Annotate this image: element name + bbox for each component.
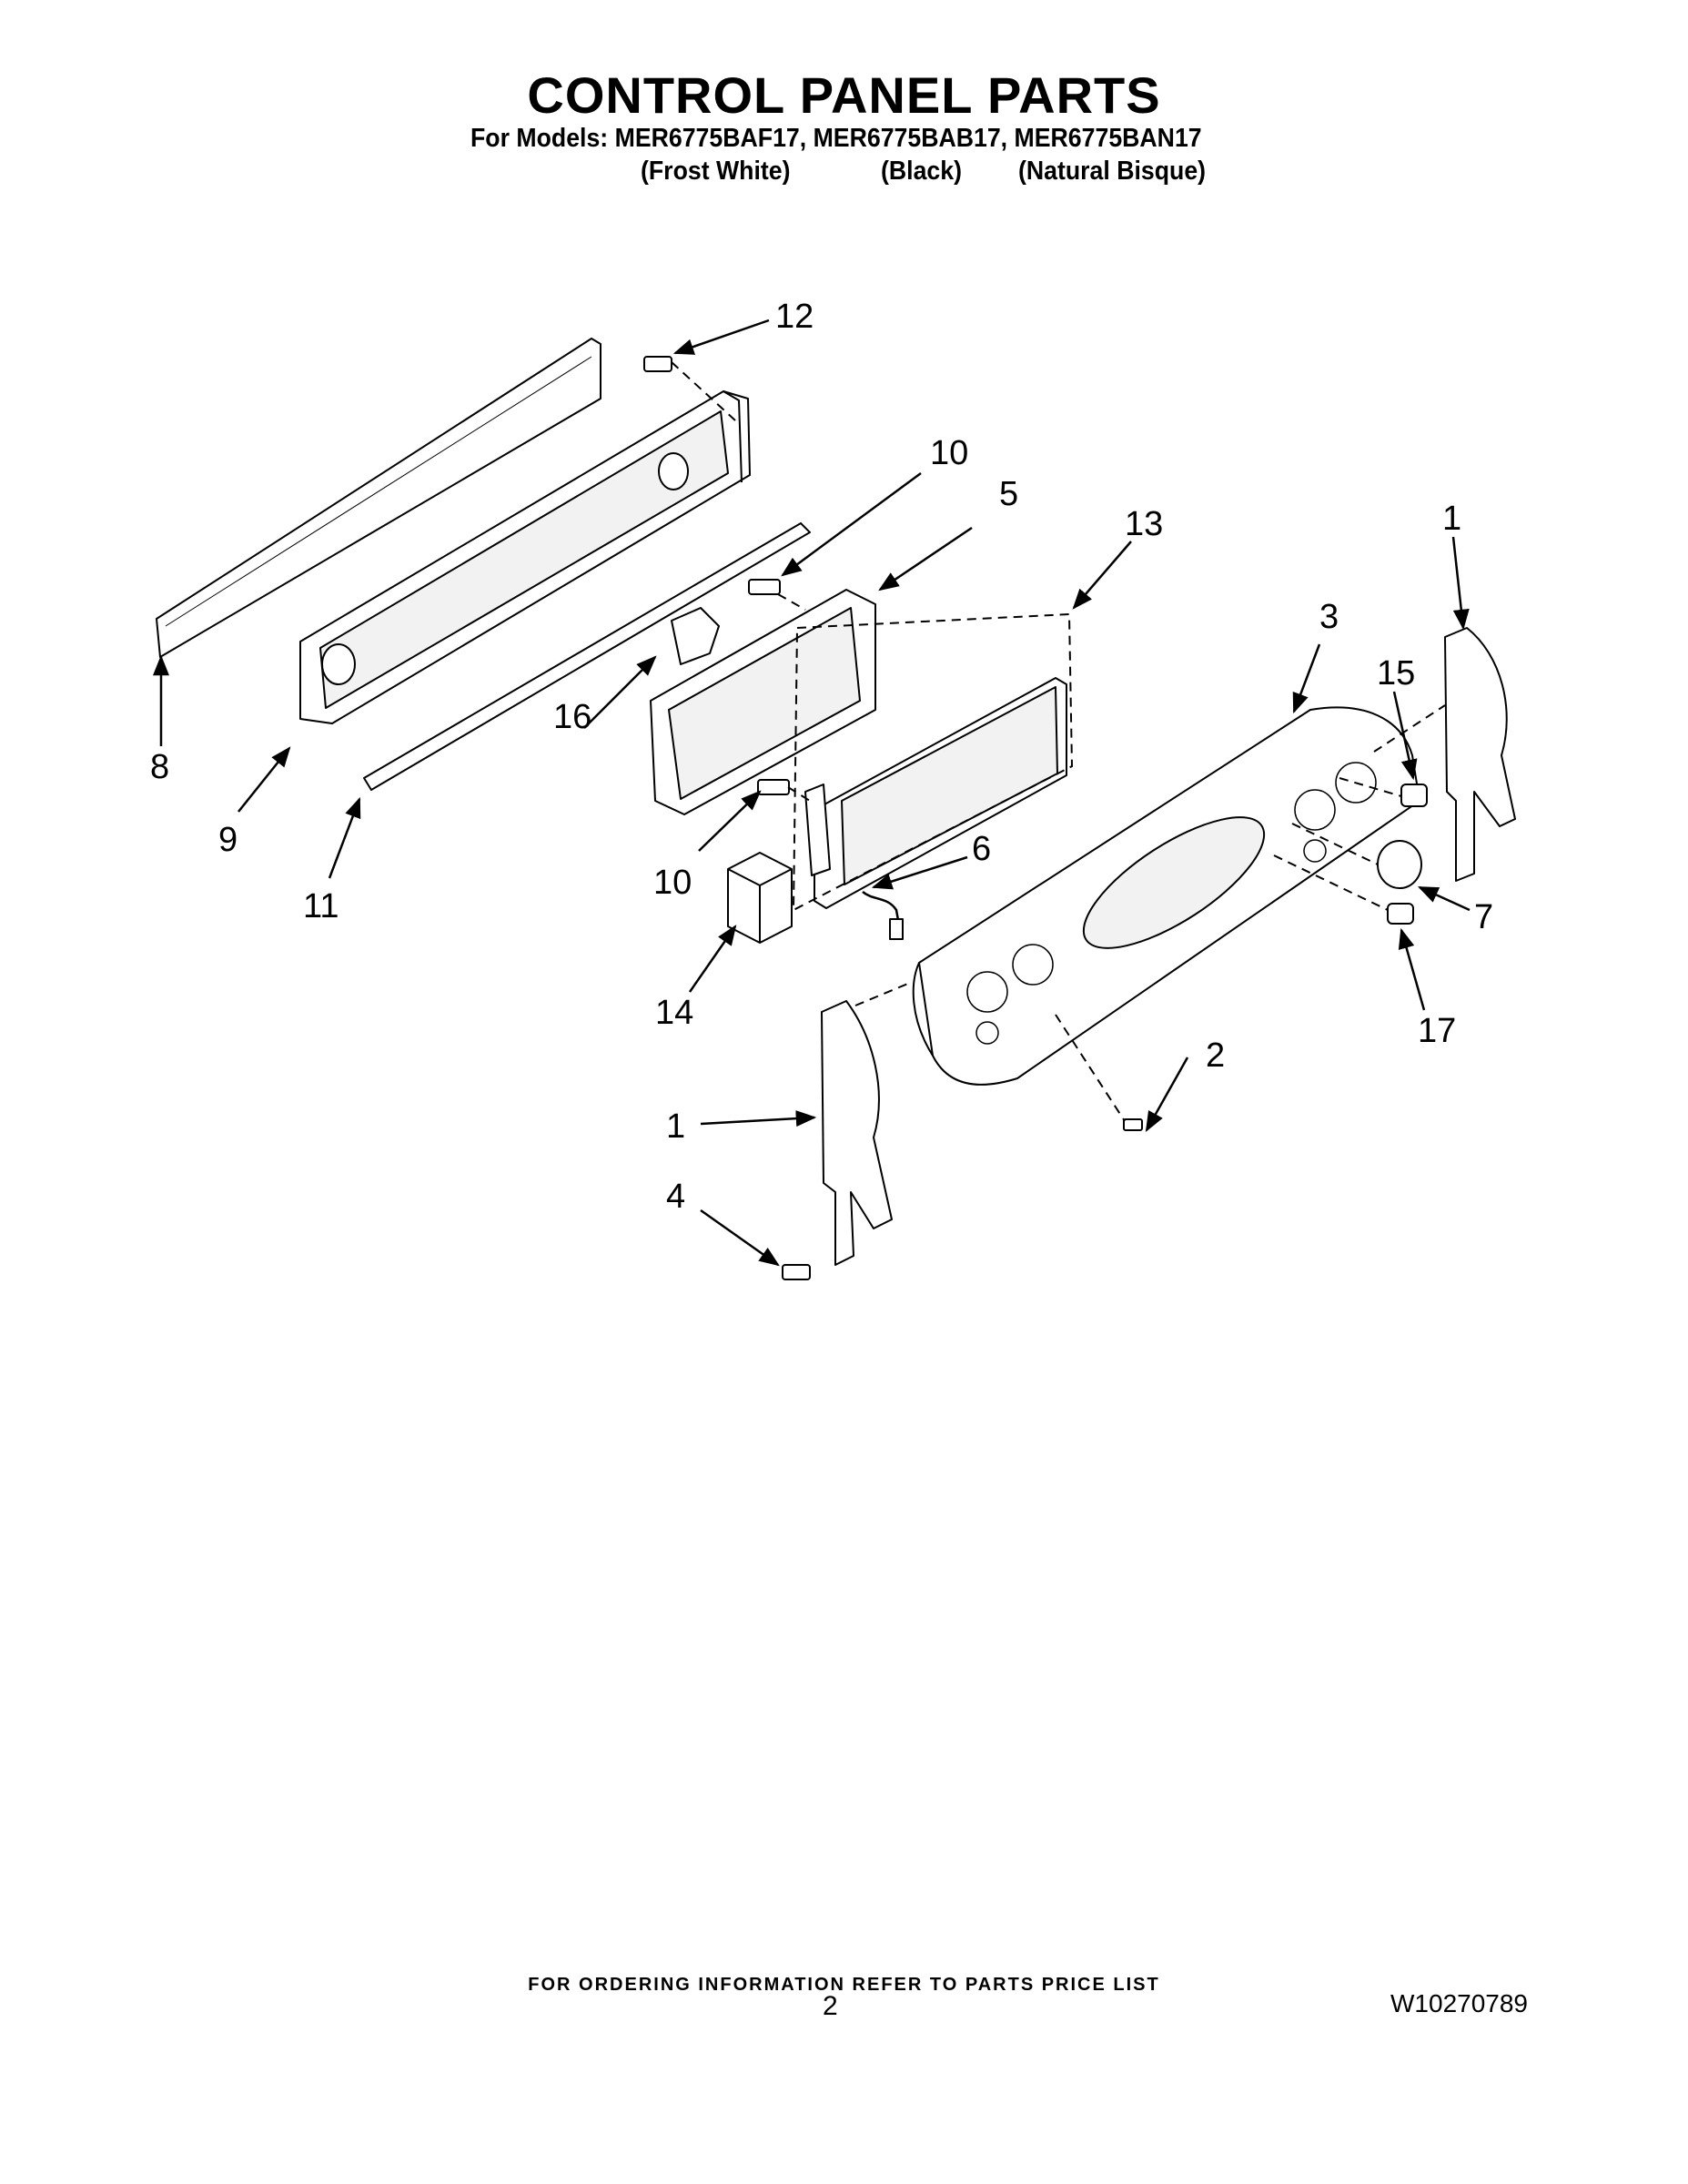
part-7-knob (1377, 840, 1422, 889)
part-1-end-bracket-right (1444, 627, 1516, 882)
callout-1-right: 1 (1442, 500, 1461, 538)
leader-14 (688, 925, 737, 993)
guide-line-2 (1055, 1014, 1126, 1122)
leader-7 (1417, 885, 1471, 912)
callout-5: 5 (999, 475, 1018, 513)
callout-13: 13 (1125, 505, 1163, 543)
callout-10-upper: 10 (930, 434, 968, 472)
leader-1l (700, 1110, 817, 1127)
guide-line-10b (787, 786, 811, 802)
callout-12: 12 (775, 298, 814, 336)
leader-12 (672, 318, 770, 355)
leader-4 (700, 1208, 780, 1267)
callout-16: 16 (553, 698, 591, 736)
callout-1-left: 1 (666, 1107, 685, 1146)
part-1-end-bracket-left (821, 1000, 893, 1266)
callout-14: 14 (655, 994, 693, 1032)
callout-10-lower: 10 (653, 864, 692, 902)
callout-3: 3 (1319, 598, 1339, 636)
part-17-knob (1387, 903, 1414, 925)
callout-11: 11 (303, 887, 339, 925)
leader-6 (871, 855, 968, 890)
part-9-back-housing (299, 390, 751, 724)
callout-2: 2 (1206, 1036, 1225, 1075)
finish-natural-bisque: (Natural Bisque) (1018, 157, 1207, 186)
leader-15 (1392, 691, 1418, 781)
part-14-infinite-switch (727, 852, 793, 944)
callout-7: 7 (1474, 898, 1493, 936)
leader-10b (698, 790, 762, 852)
model-list: For Models: MER6775BAF17, MER6775BAB17, … (470, 124, 1202, 153)
leader-3 (1292, 643, 1321, 714)
guide-line-1 (854, 982, 911, 1006)
part-10-screw-upper (748, 579, 781, 595)
guide-line-17 (1273, 854, 1389, 911)
callout-17: 17 (1418, 1012, 1456, 1050)
leader-5 (878, 526, 973, 592)
part-10-screw-lower (757, 779, 790, 795)
leader-1r (1451, 536, 1470, 631)
part-11-lower-strip (363, 522, 811, 791)
part-8-rear-shield (156, 338, 601, 658)
callout-9: 9 (218, 821, 238, 859)
assembly-13-box (792, 612, 1074, 912)
part-15-knob (1400, 784, 1428, 807)
leader-10a (781, 471, 922, 577)
callout-8: 8 (150, 748, 169, 786)
guide-line-7 (1291, 823, 1379, 865)
leader-16 (583, 655, 657, 729)
page-number: 2 (823, 1991, 838, 2021)
ordering-note: FOR ORDERING INFORMATION REFER TO PARTS … (528, 1975, 1160, 1995)
callout-6: 6 (972, 830, 991, 868)
part-16-bracket (671, 607, 720, 665)
part-13-control-board (804, 677, 1067, 909)
guide-line-10a (777, 593, 806, 611)
leader-13 (1072, 541, 1132, 610)
part-12-screw (643, 356, 672, 372)
leader-9 (238, 746, 291, 813)
finish-black: (Black) (881, 157, 962, 186)
callout-15: 15 (1377, 654, 1415, 693)
part-2-screw (1123, 1118, 1143, 1131)
part-6-wire-harness (862, 890, 904, 940)
guide-line-15 (1339, 777, 1402, 797)
leader-2 (1145, 1057, 1189, 1132)
document-number: W10270789 (1390, 1989, 1529, 2017)
page-title: CONTROL PANEL PARTS (527, 66, 1161, 124)
part-5-control-cover (650, 589, 876, 815)
finish-frost-white: (Frost White) (641, 157, 791, 186)
part-4-screw (782, 1264, 811, 1280)
part-3-main-console (912, 706, 1420, 1086)
callout-4: 4 (666, 1178, 685, 1216)
leader-11 (328, 796, 361, 879)
leader-17 (1398, 927, 1426, 1011)
guide-line-1r (1373, 704, 1446, 753)
